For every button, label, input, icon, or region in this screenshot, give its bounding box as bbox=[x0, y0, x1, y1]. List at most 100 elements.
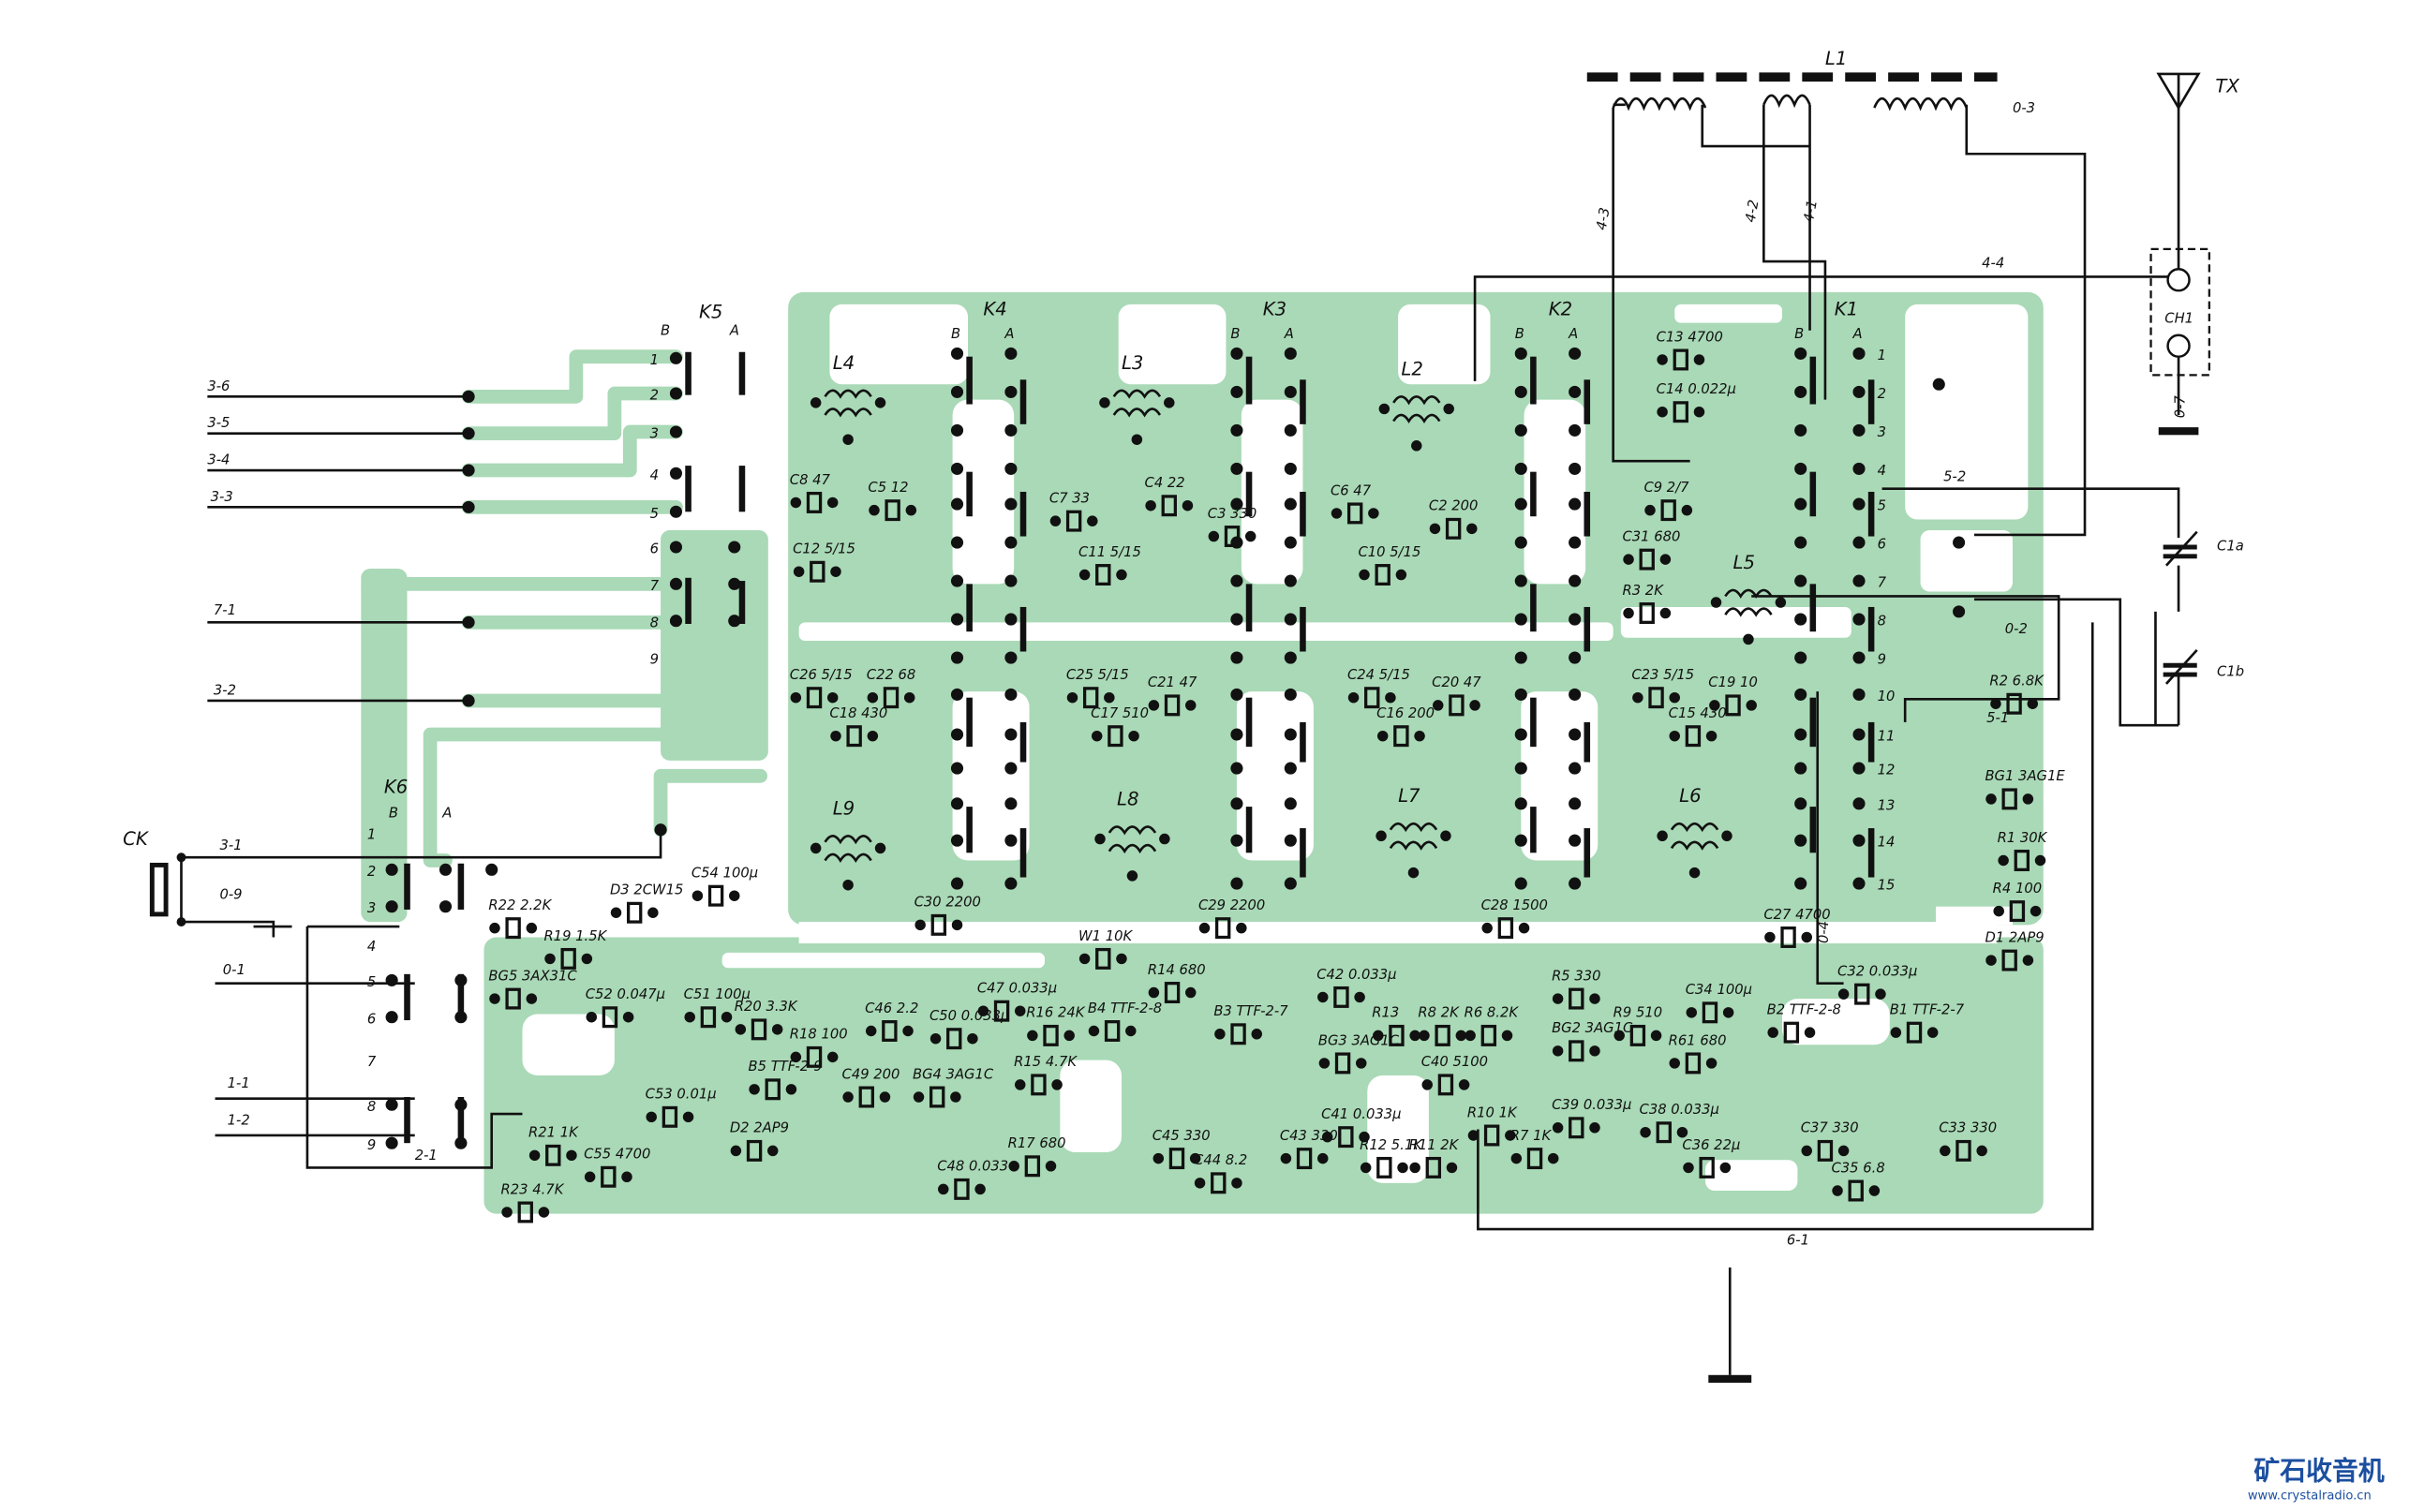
component-body-icon bbox=[1161, 495, 1177, 517]
pad bbox=[385, 1136, 398, 1149]
k6-pin-number: 4 bbox=[367, 939, 376, 955]
pad bbox=[1993, 905, 2004, 917]
component-body-icon bbox=[1673, 348, 1688, 371]
component-label: C4 22 bbox=[1145, 475, 1185, 491]
pad bbox=[1284, 797, 1297, 810]
pad bbox=[902, 1025, 914, 1037]
pad bbox=[1004, 574, 1018, 587]
pad bbox=[528, 1149, 541, 1162]
pad bbox=[1693, 354, 1705, 365]
component-body-icon bbox=[882, 1020, 898, 1042]
component-body-icon bbox=[1437, 1074, 1454, 1096]
pad bbox=[2027, 698, 2039, 709]
wire-label: L1 bbox=[1825, 48, 1847, 69]
pad bbox=[950, 688, 964, 701]
pad bbox=[879, 1091, 891, 1103]
pad bbox=[1148, 986, 1160, 999]
component-body-icon bbox=[1569, 1040, 1584, 1062]
component-body-icon bbox=[1497, 917, 1514, 940]
pad bbox=[462, 390, 475, 403]
pad bbox=[1145, 499, 1156, 511]
pad bbox=[1514, 385, 1527, 398]
pad bbox=[1152, 1152, 1165, 1164]
switch-contact-bar bbox=[1300, 491, 1306, 537]
k1-pin-number: 9 bbox=[1878, 652, 1886, 668]
k1-pin-number: 10 bbox=[1878, 689, 1896, 704]
pad bbox=[1569, 497, 1582, 511]
component-label: C28 1500 bbox=[1481, 897, 1548, 913]
pad bbox=[1985, 793, 1997, 805]
pad bbox=[1131, 434, 1143, 445]
pad bbox=[1623, 554, 1634, 565]
pad bbox=[721, 1012, 733, 1023]
component-label: C27 4700 bbox=[1763, 907, 1830, 923]
pad bbox=[1008, 1161, 1019, 1172]
pad bbox=[1890, 1027, 1902, 1038]
pad bbox=[810, 842, 822, 854]
coil-icon bbox=[1724, 588, 1773, 617]
pad bbox=[1159, 833, 1170, 845]
pad bbox=[842, 1091, 854, 1103]
component-body-icon bbox=[2009, 900, 2026, 923]
component-label: C45 330 bbox=[1152, 1128, 1211, 1144]
component-label: C24 5/15 bbox=[1347, 667, 1410, 683]
pad bbox=[826, 691, 839, 704]
pad bbox=[2030, 905, 2042, 917]
pad bbox=[1078, 569, 1091, 581]
earphone-jack-ck bbox=[149, 862, 169, 917]
pad bbox=[1465, 1030, 1476, 1042]
external-wires bbox=[180, 92, 2199, 1383]
k1-pin-number: 6 bbox=[1878, 537, 1886, 553]
switch-contact-bar bbox=[404, 1097, 410, 1144]
pad bbox=[1231, 1178, 1242, 1189]
component-label: C40 5100 bbox=[1421, 1054, 1488, 1070]
component-body-icon bbox=[765, 1078, 781, 1101]
wire-label: 0-4 bbox=[1816, 921, 1832, 943]
pad bbox=[1094, 833, 1106, 845]
wire-label: 4-4 bbox=[1982, 256, 2004, 272]
pad bbox=[729, 890, 740, 901]
k1-pin-number: 14 bbox=[1878, 835, 1896, 851]
switch-contact-bar bbox=[685, 577, 691, 624]
coil-label: L9 bbox=[833, 797, 855, 819]
k1-pin-number: 7 bbox=[1878, 575, 1887, 591]
switch-contact-bar bbox=[1809, 471, 1817, 517]
component-label: C32 0.033μ bbox=[1837, 963, 1917, 979]
pad bbox=[2022, 793, 2034, 805]
wire-label: 1-1 bbox=[228, 1075, 250, 1091]
pad bbox=[1004, 613, 1018, 626]
coil-label: L7 bbox=[1398, 785, 1420, 807]
switch-contact-bar bbox=[966, 356, 973, 405]
pad bbox=[1681, 504, 1693, 516]
k1-a-label: A bbox=[1851, 326, 1862, 342]
pad bbox=[1794, 797, 1807, 810]
component-label: C49 200 bbox=[842, 1066, 900, 1082]
pad bbox=[1347, 691, 1360, 704]
pad bbox=[1852, 688, 1866, 701]
pad bbox=[1088, 1025, 1100, 1037]
wire-label: 0-2 bbox=[2005, 621, 2028, 637]
component-label: W1 10K bbox=[1078, 928, 1133, 944]
k2-a-label: A bbox=[1568, 326, 1578, 342]
pad bbox=[1794, 462, 1807, 475]
k5-pin-number: 2 bbox=[650, 388, 659, 404]
pad bbox=[1411, 440, 1422, 452]
pad bbox=[1407, 867, 1420, 879]
pad bbox=[1284, 834, 1297, 847]
switch-contact-bar bbox=[1245, 471, 1253, 517]
component-label: C33 330 bbox=[1939, 1120, 1997, 1136]
wire-label: 3-2 bbox=[214, 682, 236, 698]
component-label: C2 200 bbox=[1429, 498, 1479, 514]
coil-label: L3 bbox=[1122, 352, 1143, 374]
pad bbox=[1998, 854, 2009, 867]
pad bbox=[1505, 1130, 1516, 1141]
component-body-icon bbox=[1673, 401, 1688, 423]
pad bbox=[1852, 574, 1866, 587]
pad bbox=[584, 1171, 596, 1183]
component-label: R10 1K bbox=[1467, 1104, 1518, 1120]
pad bbox=[1004, 762, 1018, 775]
component-label: R16 24K bbox=[1026, 1005, 1085, 1021]
component-body-icon bbox=[1780, 926, 1796, 948]
switch-contact-bar bbox=[1245, 584, 1253, 632]
pad bbox=[669, 425, 683, 438]
